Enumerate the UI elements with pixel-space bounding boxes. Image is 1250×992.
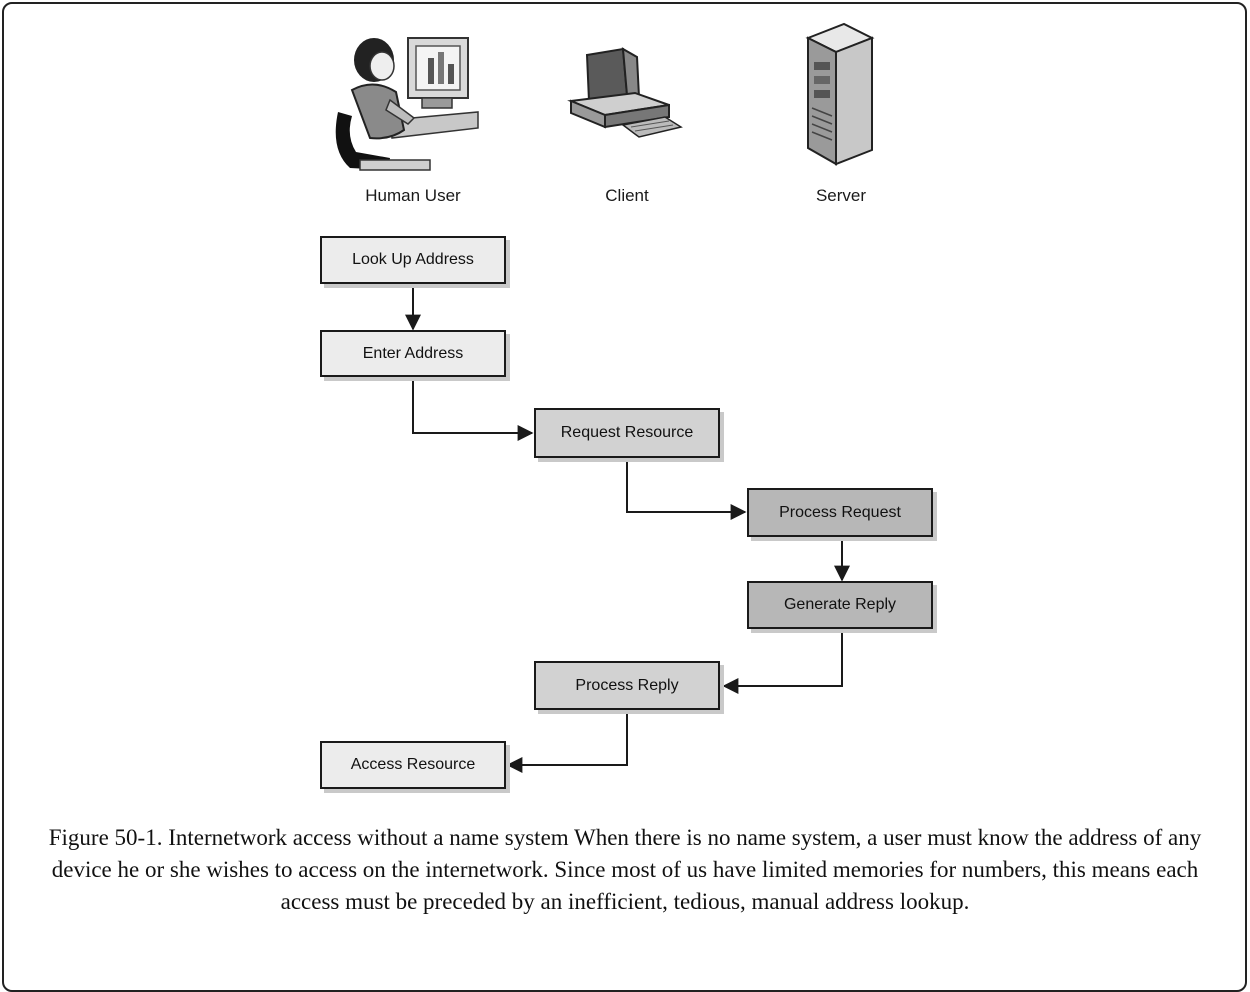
step-process-reply: Process Reply (534, 661, 720, 710)
step-look-up-address: Look Up Address (320, 236, 506, 284)
step-access-resource: Access Resource (320, 741, 506, 789)
step-enter-address: Enter Address (320, 330, 506, 377)
actor-label-client: Client (605, 186, 649, 205)
step-process-request: Process Request (747, 488, 933, 537)
arrow-enter-to-request (412, 376, 534, 441)
arrow-request-to-process (626, 458, 747, 520)
arrow-processreply-to-access (506, 710, 628, 773)
figure-caption: Figure 50-1. Internetwork access without… (48, 825, 1202, 914)
actor-label-human-user: Human User (365, 186, 461, 205)
server-tower-icon (805, 22, 875, 166)
client-computer-icon (567, 47, 683, 138)
actor-label-server: Server (815, 186, 867, 205)
step-generate-reply: Generate Reply (747, 581, 933, 629)
arrow-generate-to-processreply (722, 629, 843, 694)
human-user-icon (335, 37, 479, 171)
step-request-resource: Request Resource (534, 408, 720, 458)
